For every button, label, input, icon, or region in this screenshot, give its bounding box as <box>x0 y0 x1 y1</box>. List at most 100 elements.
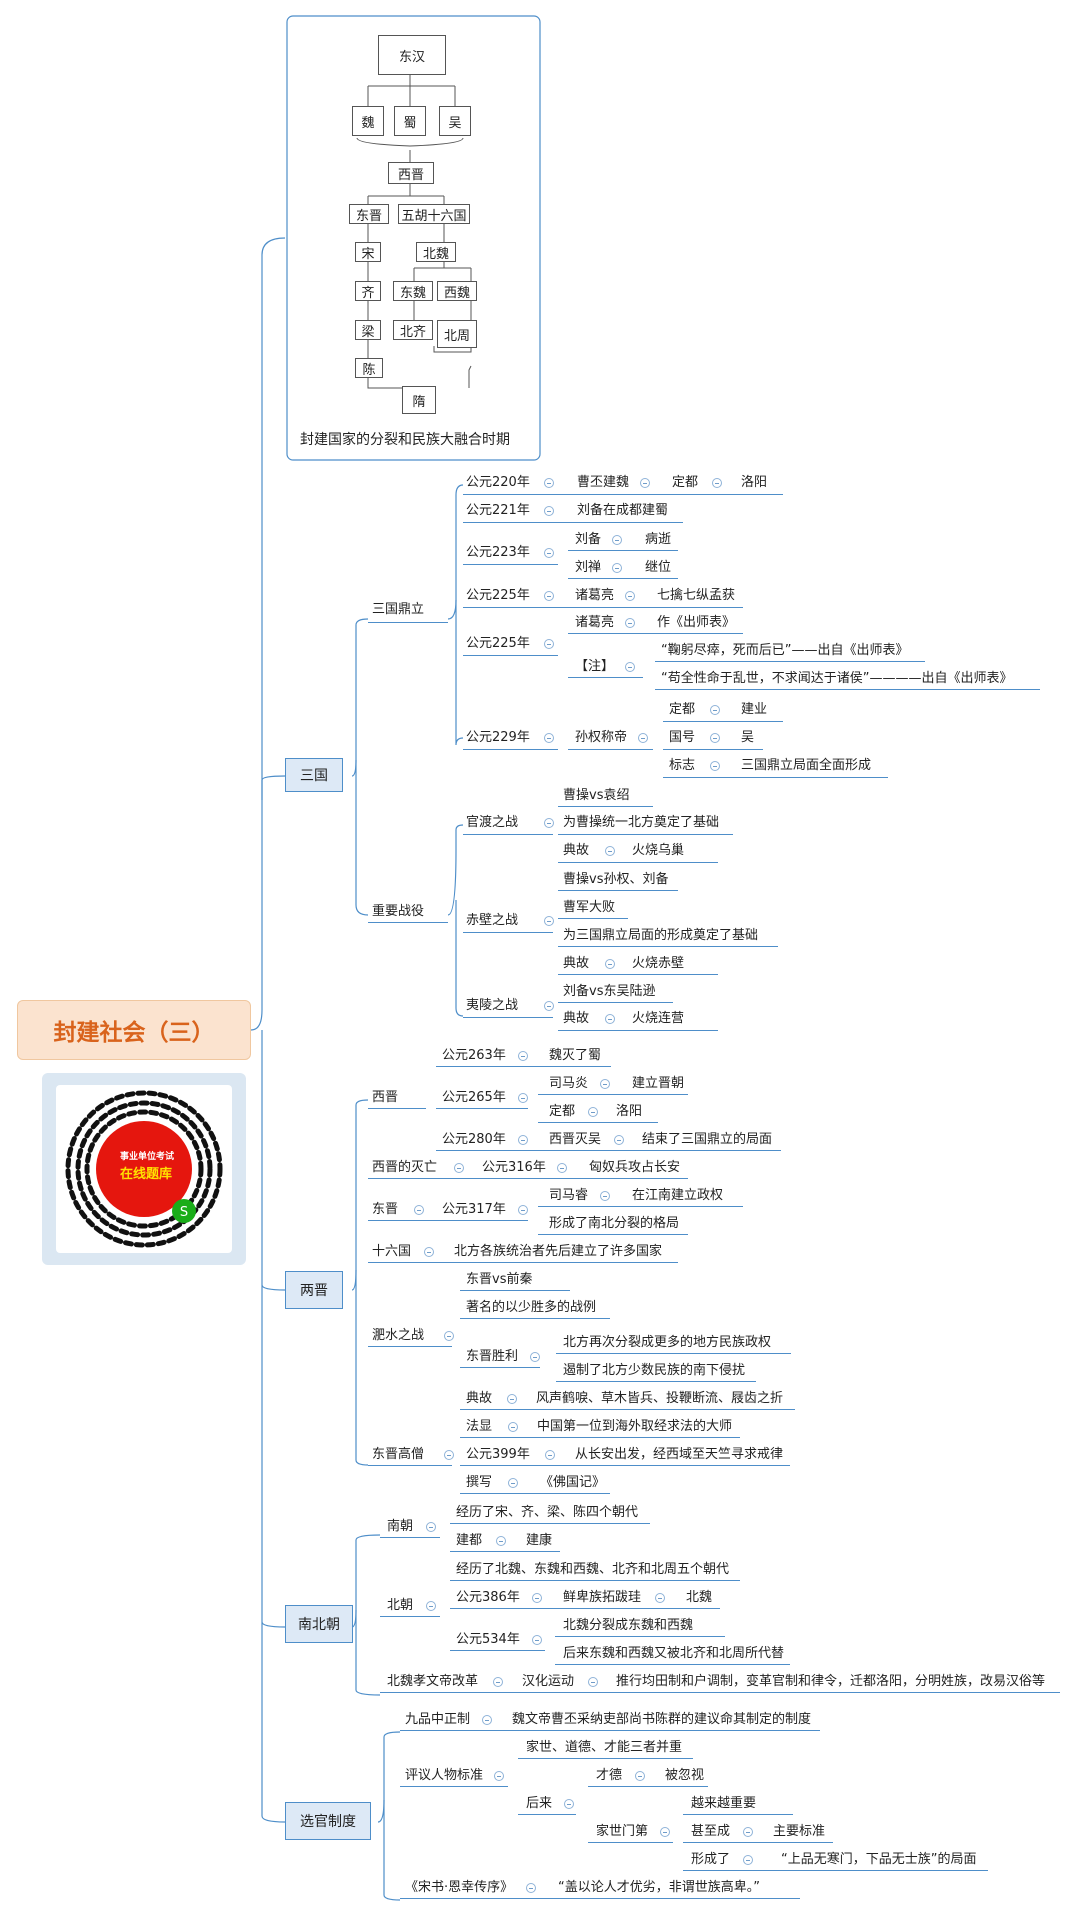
cb2: 曹军大败 <box>563 900 616 915</box>
branch-underline <box>450 1523 650 1524</box>
collapse-icon[interactable] <box>640 478 650 488</box>
collapse-icon[interactable] <box>482 1715 492 1725</box>
branch-xuanguan[interactable]: 选官制度 <box>285 1802 371 1840</box>
collapse-icon[interactable] <box>526 1883 536 1893</box>
collapse-icon[interactable] <box>444 1450 454 1460</box>
collapse-icon[interactable] <box>564 1799 574 1809</box>
branch-underline <box>463 607 743 608</box>
box-song: 宋 <box>355 242 381 262</box>
collapse-icon[interactable] <box>507 1394 517 1404</box>
collapse-icon[interactable] <box>414 1205 424 1215</box>
branch-underline <box>558 862 718 863</box>
y317: 公元317年 <box>442 1202 506 1217</box>
collapse-icon[interactable] <box>605 1014 615 1024</box>
collapse-icon[interactable] <box>612 535 622 545</box>
collapse-icon[interactable] <box>532 1593 542 1603</box>
collapse-icon[interactable] <box>660 1827 670 1837</box>
collapse-icon[interactable] <box>496 1536 506 1546</box>
collapse-icon[interactable] <box>493 1677 503 1687</box>
collapse-icon[interactable] <box>588 1107 598 1117</box>
dingdu: 定都 <box>672 475 699 490</box>
qr-code[interactable]: S 事业单位考试 在线题库 <box>42 1073 246 1265</box>
collapse-icon[interactable] <box>712 478 722 488</box>
collapse-icon[interactable] <box>518 1205 528 1215</box>
collapse-icon[interactable] <box>544 916 554 926</box>
lj-luoyang: 洛阳 <box>616 1104 643 1119</box>
collapse-icon[interactable] <box>518 1093 528 1103</box>
collapse-icon[interactable] <box>544 591 554 601</box>
collapse-icon[interactable] <box>605 846 615 856</box>
collapse-icon[interactable] <box>625 591 635 601</box>
collapse-icon[interactable] <box>508 1478 518 1488</box>
branch-underline <box>683 1870 988 1871</box>
collapse-icon[interactable] <box>600 1079 610 1089</box>
collapse-icon[interactable] <box>710 761 720 771</box>
box-dongjin: 东晋 <box>349 204 389 224</box>
hushi: 被忽视 <box>665 1768 705 1783</box>
branch-underline <box>463 564 558 565</box>
collapse-icon[interactable] <box>710 705 720 715</box>
jiwei: 继位 <box>645 560 672 575</box>
liubei: 刘备 <box>575 532 602 547</box>
collapse-icon[interactable] <box>426 1522 436 1532</box>
branch-underline <box>463 932 553 933</box>
collapse-icon[interactable] <box>625 618 635 628</box>
collapse-icon[interactable] <box>655 1593 665 1603</box>
branch-underline <box>368 1220 528 1221</box>
branch-underline <box>463 749 558 750</box>
collapse-icon[interactable] <box>544 548 554 558</box>
collapse-icon[interactable] <box>494 1771 504 1781</box>
branch-underline <box>555 1636 725 1637</box>
collapse-icon[interactable] <box>743 1827 753 1837</box>
diangu: 典故 <box>563 843 590 858</box>
pingyi: 评议人物标准 <box>405 1768 484 1783</box>
branch-sanguo[interactable]: 三国 <box>285 758 343 792</box>
lj-xijin: 西晋 <box>372 1090 399 1105</box>
collapse-icon[interactable] <box>545 1450 555 1460</box>
collapse-icon[interactable] <box>544 478 554 488</box>
collapse-icon[interactable] <box>544 818 554 828</box>
collapse-icon[interactable] <box>600 1191 610 1201</box>
collapse-icon[interactable] <box>557 1163 567 1173</box>
collapse-icon[interactable] <box>532 1635 542 1645</box>
collapse-icon[interactable] <box>614 1135 624 1145</box>
bc3: 后来东魏和西魏又被北齐和北周所代替 <box>563 1646 785 1661</box>
branch-underline <box>450 1650 545 1651</box>
collapse-icon[interactable] <box>454 1163 464 1173</box>
branch-underline <box>463 655 558 656</box>
collapse-icon[interactable] <box>612 563 622 573</box>
collapse-icon[interactable] <box>625 662 635 672</box>
nanbei: 形成了南北分裂的格局 <box>549 1216 680 1231</box>
collapse-icon[interactable] <box>426 1601 436 1611</box>
branch-underline <box>588 1786 708 1787</box>
collapse-icon[interactable] <box>544 506 554 516</box>
jiankang: 在江南建立政权 <box>632 1188 724 1203</box>
fs3: 北方再次分裂成更多的地方民族政权 <box>563 1335 772 1350</box>
collapse-icon[interactable] <box>424 1247 434 1257</box>
collapse-icon[interactable] <box>518 1051 528 1061</box>
branch-nanbeichao[interactable]: 南北朝 <box>285 1605 353 1643</box>
collapse-icon[interactable] <box>743 1855 753 1865</box>
zhu: 【注】 <box>575 659 615 674</box>
collapse-icon[interactable] <box>508 1422 518 1432</box>
collapse-icon[interactable] <box>544 1001 554 1011</box>
branch-underline <box>368 922 448 923</box>
collapse-icon[interactable] <box>710 733 720 743</box>
jiashi: 家世门第 <box>596 1824 649 1839</box>
root-topic[interactable]: 封建社会（三） <box>17 1000 251 1060</box>
collapse-icon[interactable] <box>544 733 554 743</box>
branch-underline <box>380 1692 1060 1693</box>
collapse-icon[interactable] <box>588 1677 598 1687</box>
branch-underline <box>518 1758 693 1759</box>
collapse-icon[interactable] <box>444 1331 454 1341</box>
foguo: 《佛国记》 <box>540 1475 606 1490</box>
branch-liangjin[interactable]: 两晋 <box>285 1271 343 1309</box>
collapse-icon[interactable] <box>544 639 554 649</box>
xingcheng: 三国鼎立局面全面形成 <box>741 758 872 773</box>
collapse-icon[interactable] <box>638 733 648 743</box>
box-wuhu: 五胡十六国 <box>398 204 470 224</box>
collapse-icon[interactable] <box>605 959 615 969</box>
collapse-icon[interactable] <box>530 1352 540 1362</box>
collapse-icon[interactable] <box>518 1135 528 1145</box>
collapse-icon[interactable] <box>635 1771 645 1781</box>
